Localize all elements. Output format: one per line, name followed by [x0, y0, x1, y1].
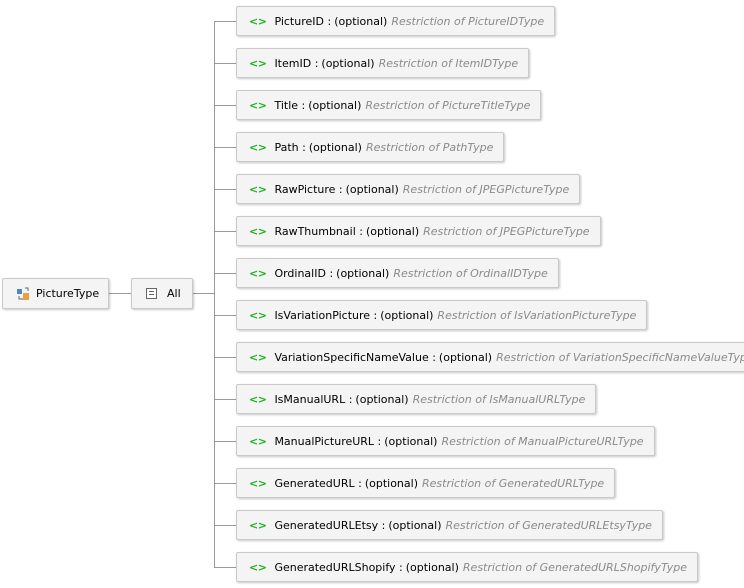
- element-node[interactable]: <> GeneratedURL :(optional) Restriction of…: [236, 468, 616, 498]
- element-node[interactable]: <> PictureID :(optional)Restriction of Pi…: [236, 6, 556, 36]
- element-node[interactable]: <> Title :(optional)Restriction of Pictur…: [236, 90, 542, 120]
- element-name: ManualPictureURL :: [274, 434, 382, 448]
- element-type: Restriction of JPEGPictureType: [423, 224, 590, 238]
- element-icon: <>: [249, 308, 267, 322]
- element-icon: <>: [249, 476, 267, 490]
- element-node[interactable]: <> IsVariationPicture :(optional)Restrict…: [236, 300, 648, 330]
- element-icon: <>: [249, 350, 267, 364]
- element-icon: <>: [249, 434, 267, 448]
- element-node[interactable]: <> RawThumbnail :(optional)Restriction of…: [236, 216, 601, 246]
- element-occurrence: (optional): [438, 350, 493, 364]
- element-name: GeneratedURL :: [274, 476, 362, 490]
- element-name: PictureID :: [274, 14, 332, 28]
- element-icon: <>: [249, 14, 267, 28]
- element-occurrence: (optional): [365, 224, 420, 238]
- complex-type-icon: [17, 287, 29, 300]
- element-type: Restriction of ItemIDType: [378, 56, 519, 70]
- element-type: Restriction of PictureTitleType: [365, 98, 531, 112]
- element-name: Title :: [274, 98, 306, 112]
- element-type: Restriction of VariationSpecificNameValu…: [496, 350, 744, 364]
- element-occurrence: (optional): [380, 308, 434, 322]
- element-type: Restriction of PathType: [365, 140, 494, 154]
- element-name: GeneratedURLEtsy :: [274, 518, 386, 532]
- element-occurrence: (optional): [405, 560, 459, 574]
- element-node[interactable]: <> VariationSpecificNameValue :(optional)…: [236, 342, 744, 372]
- element-type: Restriction of GeneratedURLShopifyType: [462, 560, 687, 574]
- element-node[interactable]: <> RawPicture :(optional)Restriction of J…: [236, 174, 581, 204]
- element-name: OrdinalID :: [274, 266, 334, 280]
- element-name: RawThumbnail :: [274, 224, 363, 238]
- element-occurrence: (optional): [308, 140, 362, 154]
- element-name: IsVariationPicture :: [274, 308, 378, 322]
- element-occurrence: (optional): [308, 98, 362, 112]
- element-occurrence: (optional): [384, 434, 438, 448]
- element-occurrence: (optional): [355, 392, 409, 406]
- element-icon: <>: [249, 140, 267, 154]
- element-type: Restriction of OrdinalIDType: [393, 266, 548, 280]
- element-occurrence: (optional): [334, 14, 388, 28]
- element-type: Restriction of JPEGPictureType: [402, 182, 570, 196]
- element-occurrence: (optional): [345, 182, 399, 196]
- element-name: RawPicture :: [274, 182, 343, 196]
- element-node[interactable]: <> Path :(optional)Restriction of PathTyp…: [236, 132, 505, 162]
- element-node[interactable]: <> GeneratedURLEtsy :(optional)Restrictio…: [236, 510, 663, 540]
- element-occurrence: (optional): [388, 518, 442, 532]
- element-occurrence: (optional): [321, 56, 375, 70]
- element-node[interactable]: <> ItemID :(optional)Restriction of ItemI…: [236, 48, 530, 78]
- element-name: ItemID :: [274, 56, 319, 70]
- element-node[interactable]: <> OrdinalID :(optional)Restriction of Or…: [236, 258, 559, 288]
- element-name: Path :: [274, 140, 306, 154]
- root-type-node[interactable]: PictureType: [2, 278, 109, 309]
- element-name: GeneratedURLShopify :: [274, 560, 403, 574]
- element-type: Restriction of IsManualURLType: [412, 392, 586, 406]
- element-node[interactable]: <> ManualPictureURL :(optional)Restrictio…: [236, 426, 655, 456]
- element-node[interactable]: <> IsManualURL :(optional)Restriction of …: [236, 384, 597, 414]
- element-name: IsManualURL :: [274, 392, 353, 406]
- compositor-label: All: [167, 287, 181, 300]
- element-type: Restriction of GeneratedURLType: [422, 476, 605, 490]
- element-occurrence: (optional): [364, 476, 418, 490]
- element-type: Restriction of ManualPictureURLType: [441, 434, 644, 448]
- element-icon: <>: [249, 224, 267, 238]
- element-name: VariationSpecificNameValue :: [274, 350, 436, 364]
- element-icon: <>: [249, 392, 267, 406]
- root-type-label: PictureType: [36, 287, 100, 300]
- element-icon: <>: [249, 98, 267, 112]
- element-icon: <>: [249, 266, 267, 280]
- all-compositor-icon: [146, 288, 157, 299]
- element-icon: <>: [249, 560, 267, 574]
- element-icon: <>: [249, 56, 267, 70]
- element-icon: <>: [249, 518, 267, 532]
- element-icon: <>: [249, 182, 267, 196]
- element-node[interactable]: <> GeneratedURLShopify :(optional)Restric…: [236, 552, 698, 582]
- element-type: Restriction of IsVariationPictureType: [437, 308, 637, 322]
- element-occurrence: (optional): [336, 266, 390, 280]
- element-type: Restriction of GeneratedURLEtsyType: [445, 518, 652, 532]
- all-compositor-node[interactable]: All: [131, 278, 193, 309]
- element-type: Restriction of PictureIDType: [391, 14, 545, 28]
